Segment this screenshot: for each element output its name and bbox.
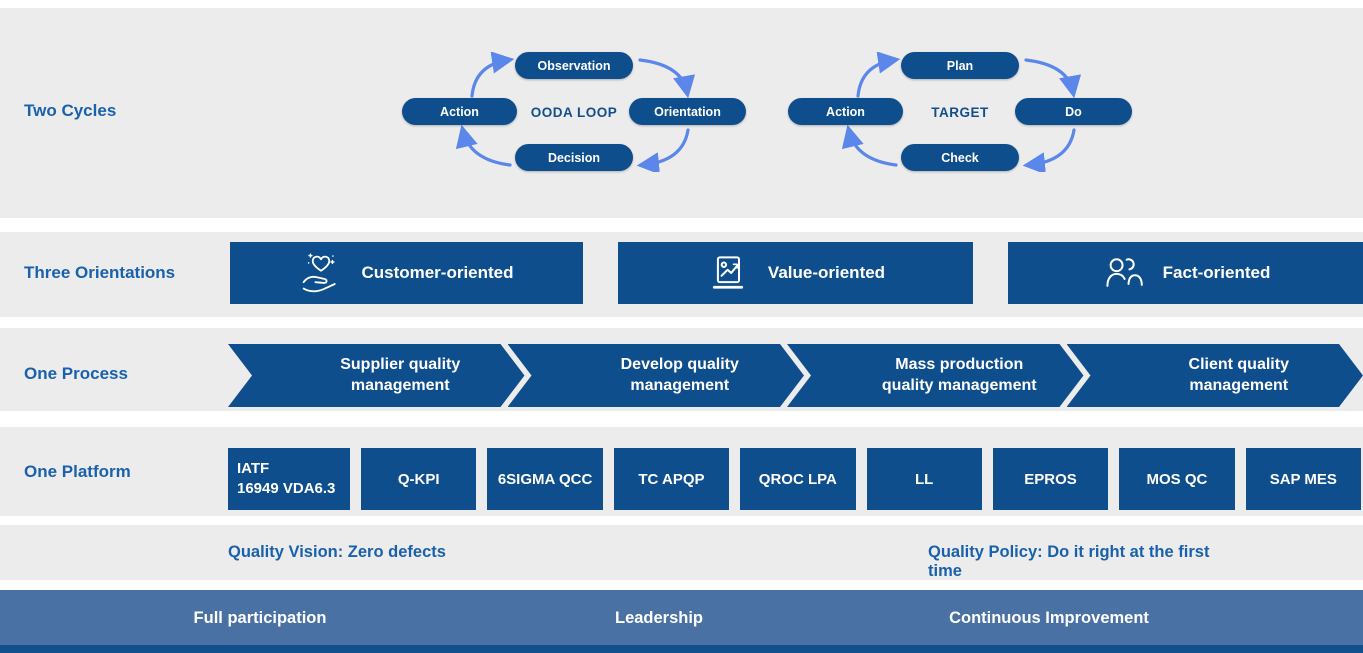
process-step-develop: Develop quality management xyxy=(508,344,805,407)
process-step-mass-production: Mass production quality management xyxy=(787,344,1084,407)
pill-decision: Decision xyxy=(515,144,633,171)
target-cycle-arrows-icon xyxy=(841,52,1082,172)
target-cycle: Plan Do Check Action TARGET xyxy=(788,52,1132,172)
pill-observation: Observation xyxy=(515,52,633,79)
fact-oriented-label: Fact-oriented xyxy=(1162,263,1271,282)
people-icon xyxy=(1106,258,1143,287)
section-one-platform: One Platform IATF 16949 VDA6.3 Q-KPI 6SI… xyxy=(0,427,1363,516)
platform-box-iatf: IATF 16949 VDA6.3 xyxy=(228,448,350,510)
pill-do: Do xyxy=(1015,98,1132,125)
platform-box-6sigma-qcc: 6SIGMA QCC xyxy=(487,448,603,510)
ooda-loop-cycle: Observation Orientation Decision Action … xyxy=(402,52,746,172)
platform-box-mos-qc: MOS QC xyxy=(1119,448,1235,510)
platform-box-tc-apqp: TC APQP xyxy=(613,448,730,510)
quality-policy-text: Quality Policy: Do it right at the first… xyxy=(928,543,1210,580)
footer-full-participation: Full participation xyxy=(193,609,327,627)
heart-in-hand-icon xyxy=(303,253,337,293)
process-flow: Supplier quality management Develop qual… xyxy=(228,344,1363,407)
platform-box-qroc-lpa: QROC LPA xyxy=(740,448,856,510)
platform-box-epros: EPROS xyxy=(992,448,1109,510)
section-label-three-orientations: Three Orientations xyxy=(24,263,176,282)
pill-target-action: Action xyxy=(788,98,903,125)
chart-board-icon xyxy=(712,256,744,289)
section-two-cycles: Two Cycles Observation Orientation Decis… xyxy=(0,8,1363,218)
platform-box-sap-mes: SAP MES xyxy=(1245,448,1361,510)
platform-box-qkpi: Q-KPI xyxy=(361,448,477,510)
process-step-supplier: Supplier quality management xyxy=(228,344,525,407)
fact-oriented-box: Fact-oriented xyxy=(1008,242,1363,304)
value-oriented-box: Value-oriented xyxy=(618,242,973,304)
section-label-one-platform: One Platform xyxy=(24,462,131,481)
pill-check: Check xyxy=(901,144,1019,171)
section-three-orientations: Three Orientations Customer-oriented xyxy=(0,232,1363,317)
pill-ooda-action: Action xyxy=(402,98,517,125)
section-label-one-process: One Process xyxy=(24,364,128,383)
footer-continuous-improvement: Continuous Improvement xyxy=(949,609,1149,627)
ooda-cycle-arrows-icon xyxy=(455,52,696,172)
value-oriented-label: Value-oriented xyxy=(767,263,886,282)
footer-accent-strip xyxy=(0,645,1363,653)
section-label-two-cycles: Two Cycles xyxy=(24,101,117,120)
platform-tools: IATF 16949 VDA6.3 Q-KPI 6SIGMA QCC TC AP… xyxy=(228,448,1361,510)
pill-plan: Plan xyxy=(901,52,1019,79)
footer-bar: Full participation Leadership Continuous… xyxy=(0,590,1363,645)
section-one-process: One Process Supplier quality management … xyxy=(0,328,1363,411)
process-step-client: Client quality management xyxy=(1067,344,1363,407)
ooda-loop-title: OODA LOOP xyxy=(530,105,618,120)
quality-vision-text: Quality Vision: Zero defects xyxy=(228,543,446,561)
target-title: TARGET xyxy=(931,105,989,120)
pill-orientation: Orientation xyxy=(629,98,746,125)
section-vision-policy: Quality Vision: Zero defects Quality Pol… xyxy=(0,525,1363,580)
footer-leadership: Leadership xyxy=(614,609,704,627)
platform-box-ll: LL xyxy=(866,448,982,510)
customer-oriented-label: Customer-oriented xyxy=(361,263,514,282)
customer-oriented-box: Customer-oriented xyxy=(230,242,583,304)
